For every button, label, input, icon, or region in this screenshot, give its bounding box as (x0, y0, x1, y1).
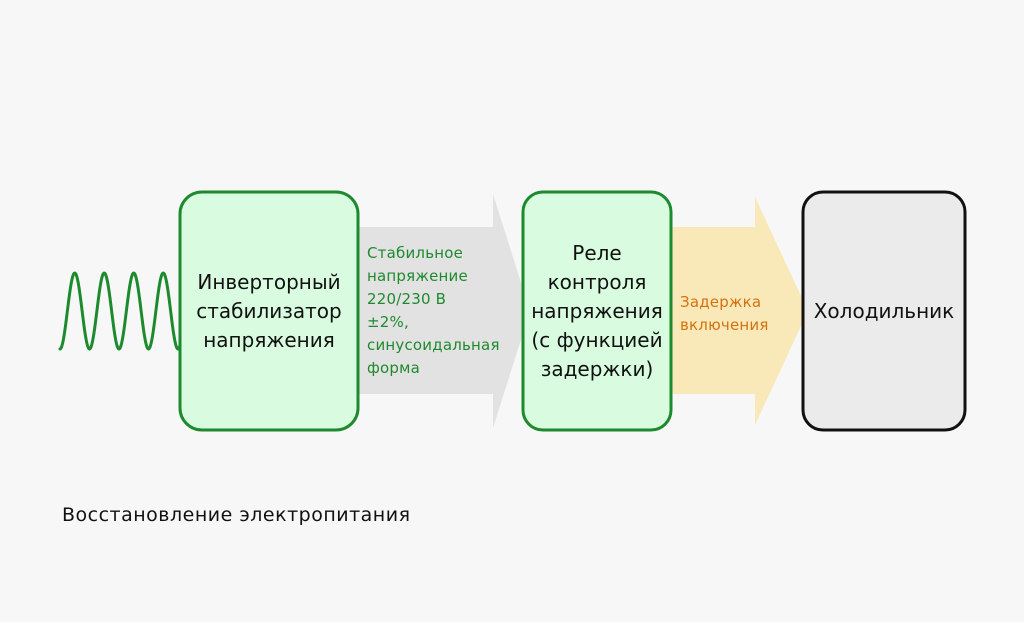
fridge-box (801, 190, 967, 432)
fridge-label-text: Холодильник (813, 298, 955, 323)
stabilizer-box (178, 190, 360, 432)
gray-arrow (358, 194, 530, 428)
stable-voltage-line: напряжение (367, 267, 468, 285)
stabilizer-label-line: Инверторный (197, 269, 341, 294)
relay-label-line: задержки) (540, 356, 654, 381)
stable-voltage-line: Стабильное (367, 244, 464, 262)
stabilizer-label-line: стабилизатор (196, 298, 342, 323)
input-sine-wave (58, 271, 182, 351)
stable-voltage-line: синусоидальная (367, 336, 500, 354)
relay-label-line: контроля (547, 269, 647, 294)
relay-label-line: Реле (572, 240, 622, 265)
stable-voltage-line: ±2%, (367, 313, 409, 331)
delay-label-line: Задержка (680, 293, 762, 311)
relay-label: Реле контроля напряжения (с функцией зад… (523, 192, 671, 430)
stabilizer-label: Инверторный стабилизатор напряжения (180, 192, 358, 430)
stabilizer-label-line: напряжения (203, 327, 335, 352)
delay-label-line: включения (680, 316, 769, 334)
caption-text: Восстановление электропитания (62, 504, 411, 526)
delay-label: Задержка включения (680, 291, 769, 337)
fridge-label: Холодильник (803, 192, 965, 430)
stable-voltage-line: 220/230 В (367, 290, 447, 308)
stable-voltage-line: форма (367, 359, 421, 377)
relay-box (521, 190, 673, 432)
relay-label-line: напряжения (531, 298, 663, 323)
stable-voltage-label: Стабильное напряжение 220/230 В ±2%, син… (367, 242, 500, 380)
relay-label-line: (с функцией (531, 327, 663, 352)
yellow-arrow (670, 197, 808, 425)
